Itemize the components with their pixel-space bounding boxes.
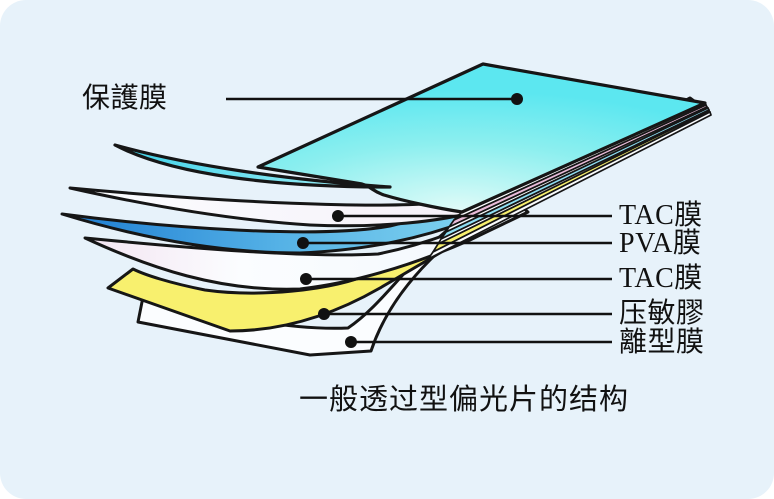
label-pressure-sensitive-adhesive: 压敏膠	[619, 298, 705, 329]
dot-tac-bottom	[300, 273, 312, 285]
label-tac-film-bottom: TAC膜	[619, 263, 703, 294]
label-protective-film: 保護膜	[82, 83, 168, 114]
dot-adhesive	[318, 308, 330, 320]
diagram-caption: 一般透过型偏光片的结构	[299, 384, 630, 416]
leader-dots	[297, 93, 523, 348]
edge-stripe-white-4	[427, 111, 712, 260]
protective-film-flap	[113, 143, 392, 189]
dot-pva	[297, 237, 309, 249]
label-tac-film-top: TAC膜	[619, 200, 703, 231]
leader-lines	[226, 97, 612, 344]
dot-release	[345, 336, 357, 348]
label-pva-film: PVA膜	[619, 228, 702, 259]
label-release-film: 離型膜	[619, 327, 705, 358]
dot-tac-top	[332, 210, 344, 222]
dot-protective	[511, 93, 523, 105]
protective-film-group	[113, 62, 707, 214]
